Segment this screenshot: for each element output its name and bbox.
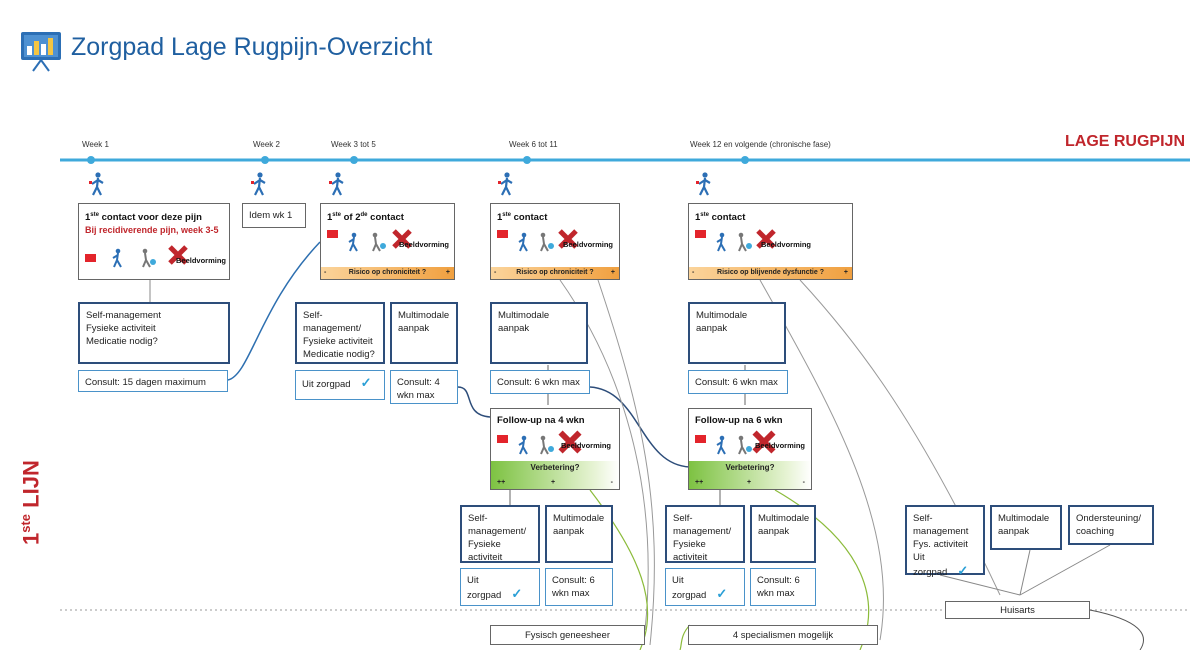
follow-up-title: Follow-up na 6 wkn	[695, 415, 783, 426]
person-icon	[251, 172, 266, 196]
first-line-label: 1ste LIJN	[18, 460, 44, 545]
page-header: Zorgpad Lage Rugpijn-Overzicht	[0, 0, 1203, 95]
flag-icon	[497, 435, 508, 443]
coaching-box: Ondersteuning/coaching	[1068, 505, 1154, 545]
physio-icon	[540, 232, 554, 252]
person-icon	[348, 232, 358, 252]
first-contact-title: 1ste contact voor deze pijn	[85, 212, 202, 224]
cross-icon	[752, 430, 776, 454]
beeldvorming-label: Beeldvorming	[761, 240, 812, 249]
cross-icon	[558, 430, 582, 454]
physio-icon	[372, 232, 386, 252]
week-12-label: Week 12 en volgende (chronische fase)	[690, 140, 831, 149]
self-management-box-5: Self-management/Fysieke activiteit	[460, 505, 540, 563]
week-2-label: Week 2	[253, 140, 280, 149]
week-6-11-label: Week 6 tot 11	[509, 140, 558, 149]
cross-icon	[756, 229, 776, 249]
flag-icon	[695, 230, 706, 238]
multimodal-box-4: Multimodale aanpak	[688, 302, 786, 364]
contact-2-title: 1ste of 2de contact	[327, 212, 404, 224]
physio-icon	[738, 232, 752, 252]
follow-up-title: Follow-up na 4 wkn	[497, 415, 585, 426]
check-icon: ✓	[957, 563, 969, 578]
person-icon	[89, 172, 104, 196]
idem-box: Idem wk 1	[242, 203, 306, 228]
week-1-label: Week 1	[82, 140, 109, 149]
first-contact-box: 1ste contact voor deze pijn Bij recidive…	[78, 203, 230, 280]
person-icon	[112, 248, 122, 268]
brand-title: LAGE RUGPIJN	[1064, 133, 1185, 150]
check-icon: ✓	[511, 586, 523, 601]
flag-icon	[85, 254, 96, 262]
care-pathway-diagram: Week 1 Week 2 Week 3 tot 5 Week 6 tot 11…	[0, 105, 1203, 650]
physio-icon	[540, 435, 554, 455]
self-management-box-6: Self-management/Fysieke activiteit	[665, 505, 745, 563]
huisarts-box: Huisarts	[945, 601, 1090, 619]
risk-bar: -Risico op blijvende dysfunctie ?+	[689, 267, 852, 279]
person-icon	[716, 435, 726, 455]
exit-pathway-box-2: Uit zorgpad✓	[295, 370, 385, 400]
follow-up-box-1: Follow-up na 4 wkn Beeldvorming Verbeter…	[490, 408, 620, 490]
beeldvorming-label: Beeldvorming	[176, 256, 227, 265]
improvement-bar: Verbetering? +++-	[689, 461, 811, 489]
physio-icon	[738, 435, 752, 455]
beeldvorming-label: Beeldvorming	[399, 240, 450, 249]
contact-4-title: 1ste contact	[695, 212, 746, 224]
person-icon	[518, 435, 528, 455]
person-icon	[696, 172, 711, 196]
fysisch-geneesheer-box: Fysisch geneesheer	[490, 625, 645, 645]
beeldvorming-label: Beeldvorming	[563, 240, 614, 249]
contact-3-box: 1ste contact Beeldvorming -Risico op chr…	[490, 203, 620, 280]
cross-icon	[168, 245, 188, 265]
contact-3-title: 1ste contact	[497, 212, 548, 224]
person-icon	[518, 232, 528, 252]
improvement-bar: Verbetering? +++-	[491, 461, 619, 489]
person-icon	[498, 172, 513, 196]
follow-up-box-2: Follow-up na 6 wkn Beeldvorming Verbeter…	[688, 408, 812, 490]
physio-icon	[142, 248, 156, 268]
beeldvorming-label: Beeldvorming	[755, 441, 806, 450]
cross-icon	[392, 229, 412, 249]
cross-icon	[558, 229, 578, 249]
flag-icon	[695, 435, 706, 443]
check-icon: ✓	[716, 586, 728, 601]
page-title: Zorgpad Lage Rugpijn-Overzicht	[71, 33, 433, 61]
risk-bar: -Risico op chroniciteit ?+	[491, 267, 619, 279]
week-3-5-label: Week 3 tot 5	[331, 140, 376, 149]
flag-icon	[327, 230, 338, 238]
flag-icon	[497, 230, 508, 238]
contact-2-box: 1ste of 2de contact Beeldvorming -Risico…	[320, 203, 455, 280]
beeldvorming-label: Beeldvorming	[561, 441, 612, 450]
exit-pathway-box-6: Uit zorgpad✓	[665, 568, 745, 606]
check-icon: ✓	[360, 375, 372, 390]
specialismen-box: 4 specialismen mogelijk	[688, 625, 878, 645]
person-icon	[329, 172, 344, 196]
risk-bar: -Risico op chroniciteit ?+	[321, 267, 454, 279]
consult-box-1: Consult: 15 dagen maximum	[78, 370, 228, 392]
consult-box-3: Consult: 6 wkn max	[490, 370, 590, 394]
contact-4-box: 1ste contact Beeldvorming -Risico op bli…	[688, 203, 853, 280]
exit-pathway-box-5: Uit zorgpad✓	[460, 568, 540, 606]
multimodal-box-3: Multimodale aanpak	[490, 302, 588, 364]
recurrent-note: Bij recidiverende pijn, week 3-5	[85, 225, 219, 236]
person-icon	[716, 232, 726, 252]
consult-box-4: Consult: 6 wkn max	[688, 370, 788, 394]
presentation-chart-icon	[21, 32, 61, 72]
